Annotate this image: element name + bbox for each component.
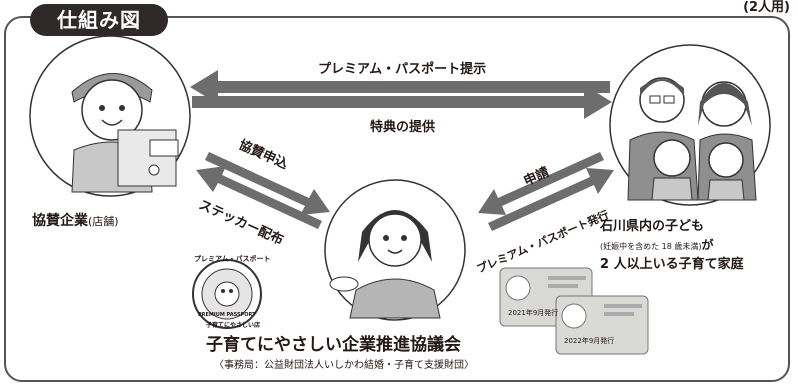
card-year-label-2: 2022年9月発行: [564, 337, 615, 345]
arrow-benefit-provision: [192, 85, 612, 119]
diagram-frame: [4, 16, 790, 382]
label-benefit-provision: 特典の提供: [370, 120, 436, 135]
diagram-title: 仕組み図: [30, 4, 168, 36]
family-illustration: [609, 44, 771, 206]
arrow-application: [478, 152, 604, 215]
passport-cards: [499, 267, 649, 355]
family-condition-line1: 石川県内の子ども: [600, 219, 705, 234]
family-note-ga: が: [701, 238, 714, 252]
shop-clerk-illustration: [29, 35, 191, 197]
arrow-passport-presentation: [190, 70, 610, 104]
council-name: 子育てにやさしい企業推進協議会: [206, 335, 461, 355]
sticker-illustration: [192, 259, 262, 329]
arrow-sponsor-application: [205, 152, 330, 215]
arrow-sticker-distribution: [196, 166, 322, 229]
label-passport-presentation: プレミアム・パスポート提示: [318, 62, 487, 77]
company-name: 協賛企業: [32, 213, 88, 229]
company-label: 協賛企業(店舗): [32, 210, 119, 230]
company-suffix: (店舗): [88, 215, 119, 228]
council-staff-illustration: [324, 179, 466, 321]
family-condition-line2: 2 人以上いる子育て家庭: [600, 257, 744, 272]
family-note-text: (妊娠中を含めた 18 歳未満): [600, 242, 702, 251]
sticker-bottom-text: 子育てにやさしい店: [206, 322, 261, 329]
sticker-ring-text: プレミアム・パスポート: [194, 255, 271, 263]
sticker-inner-text: PREMIUM PASSPORT: [198, 312, 256, 318]
family-condition-note: (妊娠中を含めた 18 歳未満)が: [600, 236, 714, 253]
card-year-label-1: 2021年9月発行: [508, 309, 559, 317]
top-right-note: (2人用): [743, 0, 790, 15]
council-secretariat: 〈事務局：公益財団法人いしかわ結婚・子育て支援財団〉: [214, 360, 474, 371]
arrow-passport-issuance: [488, 168, 614, 231]
